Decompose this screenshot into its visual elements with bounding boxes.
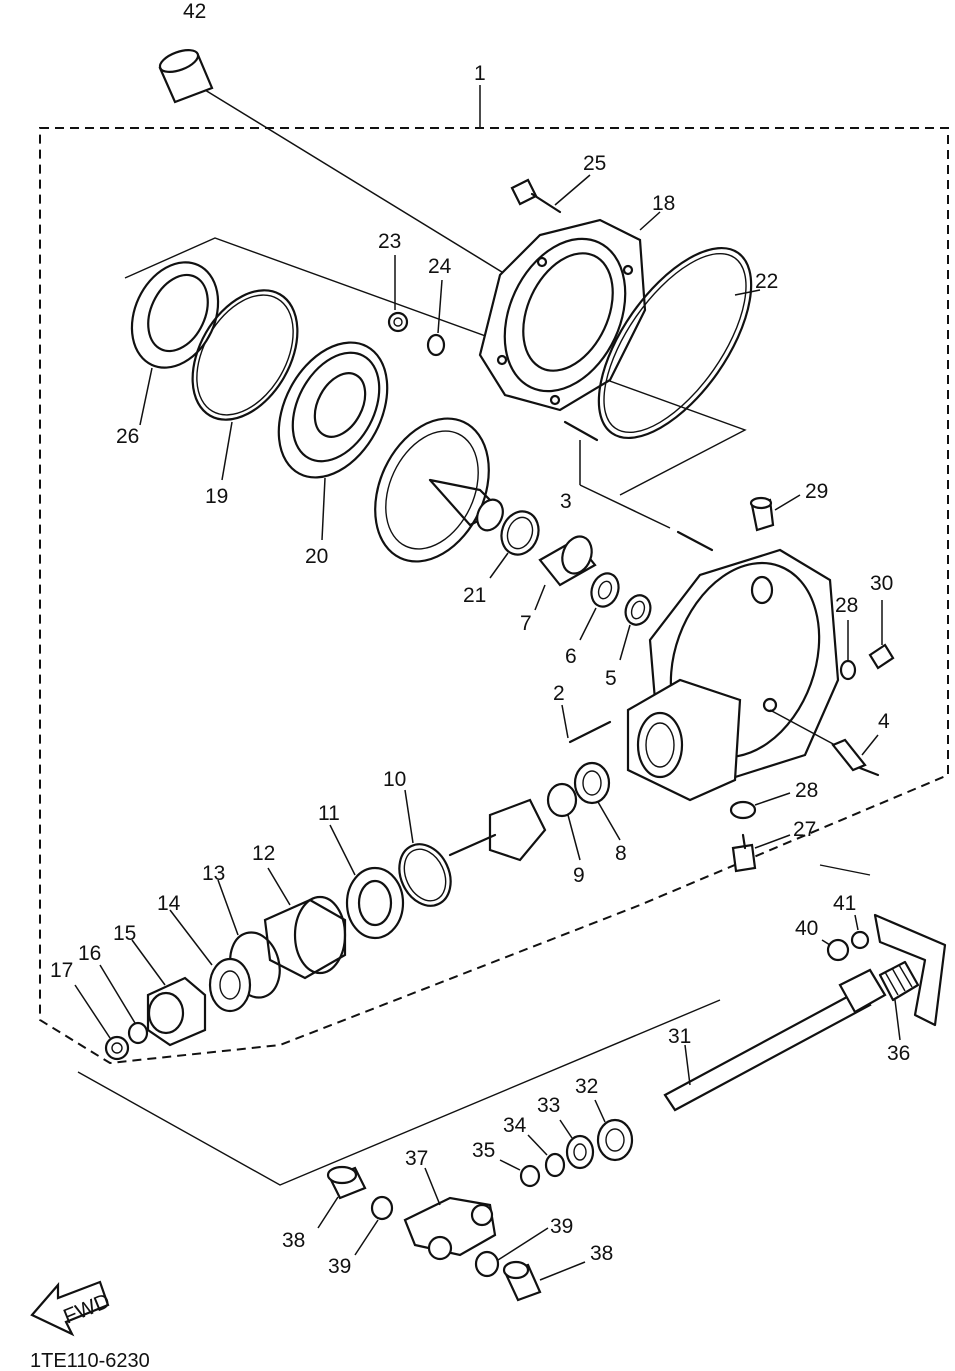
callout-22: 22 <box>755 270 778 293</box>
callout-5: 5 <box>605 667 617 690</box>
part-28-washer-upper <box>839 620 857 681</box>
callout-41: 41 <box>833 892 856 915</box>
part-9-bushing <box>546 782 581 861</box>
callout-37: 37 <box>405 1147 428 1170</box>
part-stopper-plate <box>873 913 947 1027</box>
callout-15: 15 <box>113 922 136 945</box>
callout-18: 18 <box>652 192 675 215</box>
callout-27: 27 <box>793 818 816 841</box>
assembly-boundary <box>39 85 949 1065</box>
subassembly-frame-ring-gear <box>124 237 747 496</box>
part-19-o-ring <box>191 289 299 481</box>
part-18-bearing-housing <box>478 211 661 412</box>
part-12-retainer <box>263 867 347 980</box>
part-7-bearing <box>534 535 597 611</box>
callout-17: 17 <box>50 959 73 982</box>
part-11-bearing <box>329 824 405 940</box>
part-17-nut <box>74 984 130 1061</box>
part-3-stud <box>563 420 714 552</box>
part-pinion-gear <box>448 798 547 862</box>
callout-23: 23 <box>378 230 401 253</box>
callout-28a: 28 <box>835 594 858 617</box>
callout-19: 19 <box>205 485 228 508</box>
callout-labels: 42 1 25 18 23 24 22 26 19 20 3 29 21 7 6… <box>50 0 910 1278</box>
callout-12: 12 <box>252 842 275 865</box>
part-15-coupling <box>131 939 207 1047</box>
callout-34: 34 <box>503 1114 527 1137</box>
part-5-bushing <box>619 594 652 661</box>
callout-20: 20 <box>305 545 328 568</box>
part-39-washer-left <box>354 1195 394 1256</box>
part-gear-case <box>626 548 840 802</box>
callout-28b: 28 <box>795 779 818 802</box>
diagram-code: 1TE110-6230 <box>30 1350 150 1371</box>
callout-14: 14 <box>157 892 181 915</box>
part-31-drive-shaft <box>663 968 887 1112</box>
part-10-o-ring <box>398 789 452 907</box>
callout-9: 9 <box>573 864 585 887</box>
callout-32: 32 <box>575 1075 598 1098</box>
part-4-bolt <box>769 709 880 777</box>
part-41-washer <box>850 914 870 950</box>
callout-38b: 38 <box>590 1242 613 1265</box>
callout-29: 29 <box>805 480 828 503</box>
part-40-nut <box>821 938 850 962</box>
callout-33: 33 <box>537 1094 560 1117</box>
callout-40: 40 <box>795 917 818 940</box>
part-33-washer <box>559 1119 595 1170</box>
callout-25: 25 <box>583 152 606 175</box>
callout-35: 35 <box>472 1139 495 1162</box>
callout-39b: 39 <box>550 1215 573 1238</box>
part-16-washer <box>99 964 149 1045</box>
callout-26: 26 <box>116 425 139 448</box>
part-2-stud <box>561 704 612 744</box>
part-24-washer <box>426 279 446 357</box>
part-32-oil-seal <box>594 1099 634 1162</box>
part-34-circlip <box>527 1134 566 1178</box>
part-38-bushing-right <box>502 1260 586 1302</box>
callout-24: 24 <box>428 255 452 278</box>
part-37-universal-joint <box>403 1167 497 1261</box>
part-27-drain-plug <box>731 833 791 873</box>
part-35-circlip <box>499 1159 541 1188</box>
fwd-arrow-icon: FWD <box>30 1280 113 1337</box>
part-ring-gear <box>374 417 504 563</box>
callout-7: 7 <box>520 612 532 635</box>
callout-38a: 38 <box>282 1229 305 1252</box>
part-23-nut <box>387 255 409 333</box>
part-20-bearing <box>277 341 389 541</box>
callout-36: 36 <box>887 1042 910 1065</box>
callout-10: 10 <box>383 768 406 791</box>
part-14-oil-seal <box>169 909 252 1013</box>
subassembly-frame-drive-shaft <box>77 864 871 1186</box>
part-38-bushing-left <box>317 1165 367 1229</box>
callout-3: 3 <box>560 490 572 513</box>
part-42-bushing <box>158 49 516 281</box>
part-29-cap <box>749 494 801 532</box>
part-30-bolt <box>868 600 895 670</box>
callout-39a: 39 <box>328 1255 351 1278</box>
part-21-shim <box>489 510 540 579</box>
part-28-washer-lower <box>729 792 791 820</box>
callout-1: 1 <box>474 62 486 85</box>
callout-4: 4 <box>878 710 890 733</box>
callout-11: 11 <box>318 802 340 825</box>
callout-21: 21 <box>463 584 486 607</box>
part-8-bearing <box>573 761 621 841</box>
callout-16: 16 <box>78 942 101 965</box>
callout-8: 8 <box>615 842 627 865</box>
callout-30: 30 <box>870 572 893 595</box>
part-6-washer <box>579 572 620 641</box>
part-25-bolt <box>510 174 591 214</box>
part-26-oil-seal <box>130 261 220 426</box>
callout-13: 13 <box>202 862 225 885</box>
part-22-o-ring <box>597 246 761 440</box>
callout-31: 31 <box>668 1025 691 1048</box>
callout-6: 6 <box>565 645 577 668</box>
callout-42: 42 <box>183 0 206 23</box>
part-39-washer-right <box>474 1227 549 1278</box>
part-36-spring <box>878 960 920 1041</box>
callout-2: 2 <box>553 682 565 705</box>
